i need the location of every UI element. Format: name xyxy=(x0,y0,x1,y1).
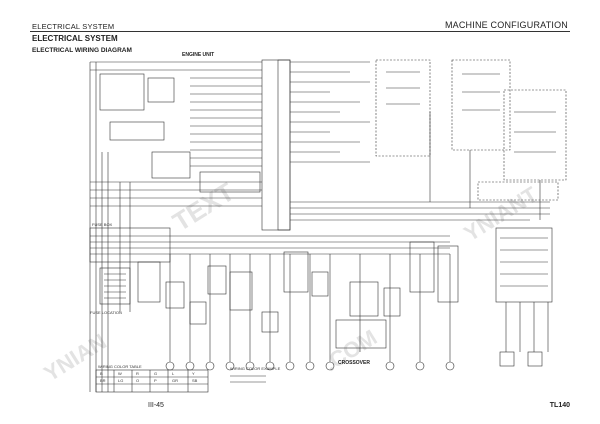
rear-module-wires xyxy=(500,237,549,352)
option-connector-box xyxy=(477,181,559,201)
crossover-label: CROSSOVER xyxy=(338,360,370,366)
crossover-block xyxy=(335,319,387,349)
diagram-subtitle: ELECTRICAL WIRING DIAGRAM xyxy=(32,47,132,54)
wire-color-table-label: WIRING COLOR TABLE xyxy=(98,364,142,369)
right-upper-wires xyxy=(386,71,556,220)
svg-text:.COM: .COM xyxy=(319,325,381,377)
key-switch-module xyxy=(99,73,145,111)
header-rule xyxy=(30,31,570,32)
starter-relay xyxy=(109,121,165,141)
fuse-location-block xyxy=(99,267,131,305)
bottom-connectors xyxy=(137,241,459,333)
load-symbols xyxy=(165,361,455,371)
page-number: III-45 xyxy=(148,402,164,409)
svg-text:Y: Y xyxy=(192,371,195,376)
svg-text:P: P xyxy=(154,378,157,383)
wiring-example-label: WIRING COLOR EXAMPLE xyxy=(230,366,281,371)
header-section-label: ELECTRICAL SYSTEM xyxy=(32,22,115,31)
svg-text:GR: GR xyxy=(172,378,178,383)
fuse-box-label: FUSE BOX xyxy=(92,222,113,227)
page-header: ELECTRICAL SYSTEM MACHINE CONFIGURATION xyxy=(0,6,600,32)
controller-unit xyxy=(151,151,191,179)
svg-text:W: W xyxy=(118,371,122,376)
rear-connector-b xyxy=(527,351,543,367)
model-name: TL140 xyxy=(549,402,570,409)
wire-color-table xyxy=(95,369,209,393)
right-wire-bundle xyxy=(290,61,550,221)
svg-text:R: R xyxy=(136,371,139,376)
svg-text:O: O xyxy=(136,378,139,383)
svg-text:BR: BR xyxy=(100,378,106,383)
terminal-strip xyxy=(277,59,291,231)
svg-text:G: G xyxy=(154,371,157,376)
header-chapter-label: MACHINE CONFIGURATION xyxy=(444,20,568,30)
svg-text:L: L xyxy=(172,371,175,376)
rear-connector-a xyxy=(499,351,515,367)
vertical-drop-wires xyxy=(169,254,451,362)
engine-ecu-box xyxy=(199,171,261,193)
svg-text:B: B xyxy=(100,371,103,376)
left-wire-bundle xyxy=(90,61,262,207)
fuse-box xyxy=(89,227,171,263)
main-harness xyxy=(90,235,450,255)
svg-text:SB: SB xyxy=(192,378,198,383)
svg-text:LG: LG xyxy=(118,378,123,383)
engine-unit-label: ENGINE UNIT xyxy=(182,52,214,58)
rear-module xyxy=(495,227,553,303)
switch-unit-box xyxy=(375,59,431,157)
wiring-diagram: YNIAN TEXT YNIANT .COM ENGINE UNIT xyxy=(39,52,567,393)
wire-color-codes: B W R G L Y BR LG O P GR SB xyxy=(100,371,198,383)
section-title: ELECTRICAL SYSTEM xyxy=(32,34,118,43)
lever-switch-box xyxy=(451,59,511,151)
fuse-location-label: FUSE LOCATION xyxy=(90,310,122,315)
svg-text:TEXT: TEXT xyxy=(167,176,239,237)
relay-module xyxy=(147,77,175,103)
aux-switch-box xyxy=(503,89,567,181)
central-terminal-block xyxy=(261,59,291,231)
